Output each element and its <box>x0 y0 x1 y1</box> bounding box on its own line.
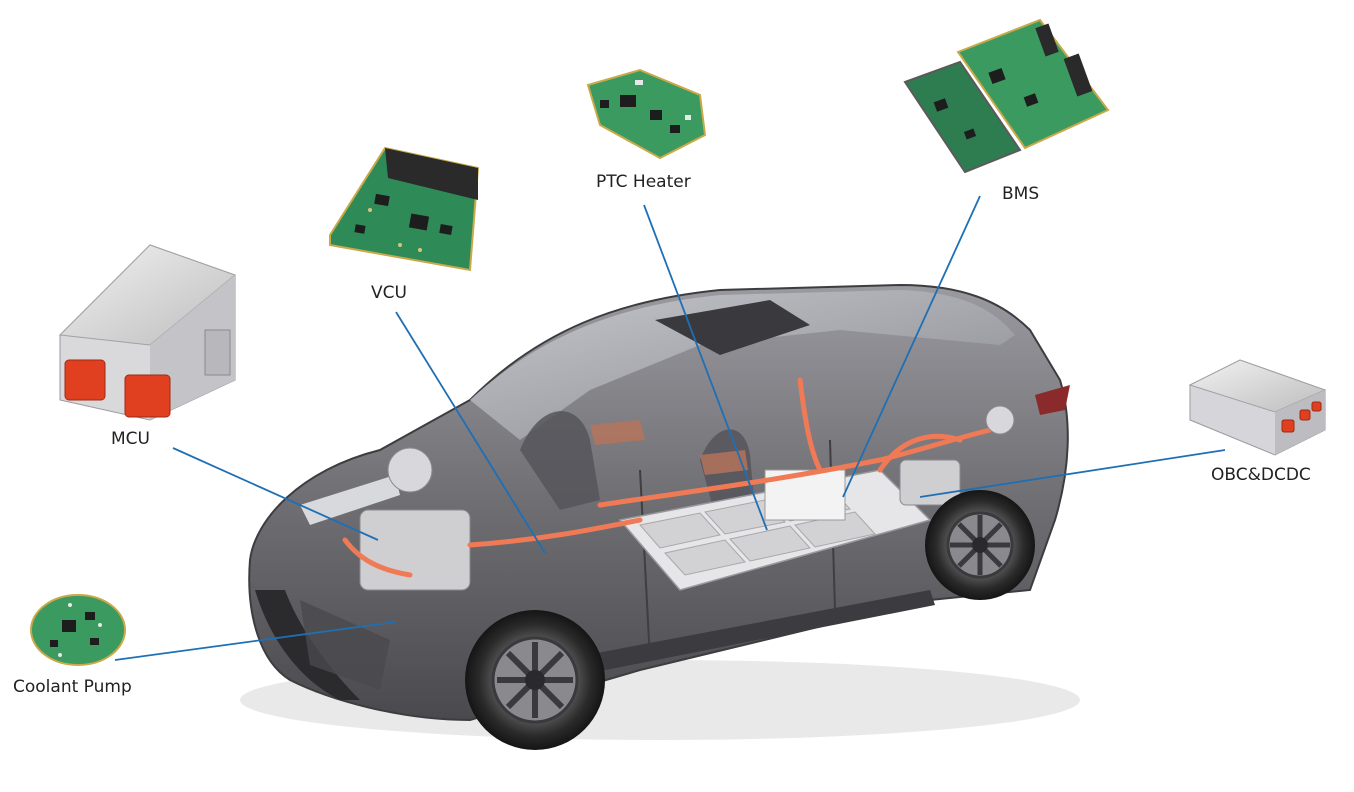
label-bms: BMS <box>1002 184 1040 204</box>
label-obc-dcdc: OBC&DCDC <box>1211 465 1311 485</box>
leader-line-mcu <box>172 447 379 541</box>
inverter-module-icon <box>58 244 237 421</box>
leader-line-obc <box>919 449 1226 498</box>
label-mcu: MCU <box>111 429 150 449</box>
leader-line-ptc <box>643 204 768 531</box>
leader-line-bms <box>842 195 981 498</box>
leader-lines <box>114 195 1226 661</box>
label-ptc-heater: PTC Heater <box>596 172 691 192</box>
car-cutaway-illustration <box>240 283 1080 750</box>
pcb-board-pair-icon <box>903 18 1110 174</box>
charger-module-icon <box>1188 359 1327 456</box>
rear-wheel <box>925 490 1035 600</box>
front-wheel <box>465 610 605 750</box>
leader-line-pump <box>114 621 396 661</box>
label-coolant-pump: Coolant Pump <box>13 677 132 697</box>
round-pcb-icon <box>30 594 126 666</box>
pcb-board-icon <box>329 146 480 272</box>
pcb-board-icon <box>586 68 707 160</box>
label-vcu: VCU <box>371 283 407 303</box>
leader-line-vcu <box>395 311 546 554</box>
